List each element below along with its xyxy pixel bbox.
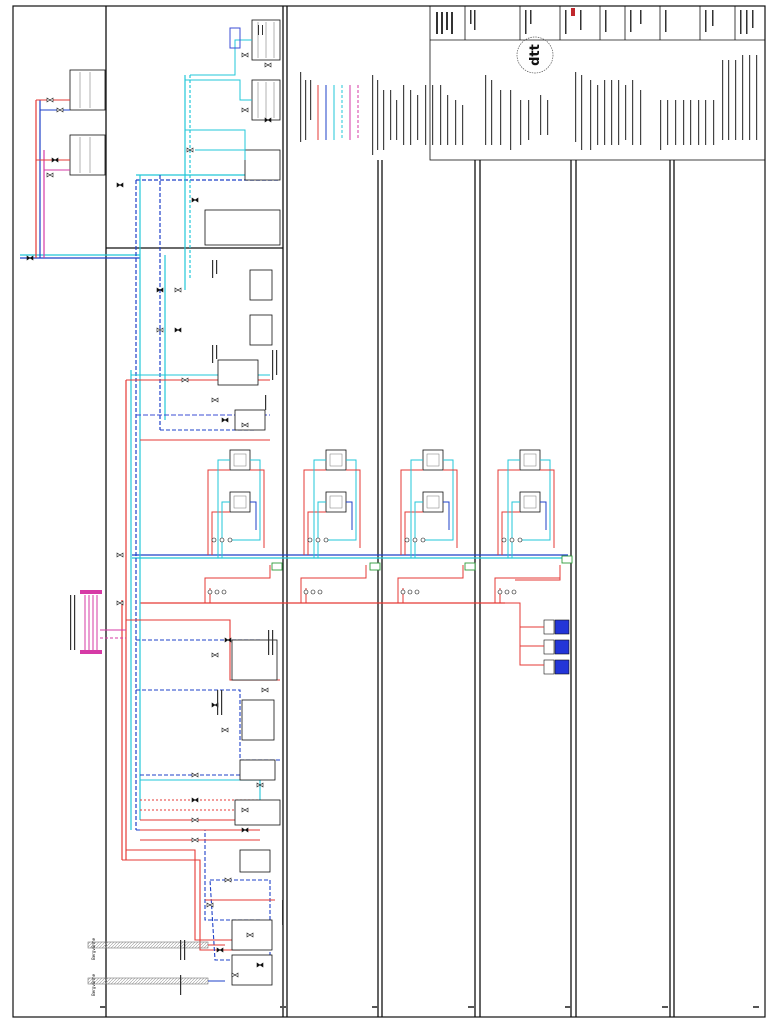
valve-symbol bbox=[191, 197, 199, 203]
valve-symbol bbox=[264, 117, 272, 123]
valve-symbol bbox=[46, 97, 54, 103]
drawing-frame bbox=[12, 5, 766, 1018]
valve-symbol bbox=[241, 422, 249, 428]
ahu-internal-lines bbox=[79, 22, 275, 173]
valve-symbol bbox=[241, 827, 249, 833]
terminal-unit bbox=[422, 449, 444, 471]
valve-symbol bbox=[26, 255, 34, 261]
valve-symbol bbox=[191, 797, 199, 803]
floor-group-1 bbox=[204, 449, 271, 603]
valve-symbol bbox=[46, 172, 54, 178]
svg-text:Bergvärme: Bergvärme bbox=[91, 937, 96, 960]
valve-symbol bbox=[211, 652, 219, 658]
valve-symbol bbox=[191, 817, 199, 823]
sheet-footer-tags bbox=[100, 1006, 759, 1008]
floor-group-2 bbox=[300, 449, 367, 603]
valve-symbol bbox=[116, 600, 124, 606]
terminal-unit bbox=[422, 491, 444, 513]
valve-symbol bbox=[241, 807, 249, 813]
main-distribution-headers bbox=[20, 174, 568, 604]
terminal-unit bbox=[229, 449, 251, 471]
valve-symbol bbox=[174, 287, 182, 293]
level-tags bbox=[271, 555, 573, 571]
radiator-stack bbox=[80, 590, 126, 654]
valve-symbol bbox=[211, 397, 219, 403]
floor-terminal-groups bbox=[204, 449, 561, 603]
title-block-text bbox=[436, 8, 754, 34]
valve-symbol bbox=[221, 727, 229, 733]
valve-symbol bbox=[116, 552, 124, 558]
valve-symbol bbox=[191, 837, 199, 843]
valve-symbol bbox=[191, 772, 199, 778]
terminal-unit bbox=[325, 449, 347, 471]
legend-notes bbox=[300, 55, 758, 155]
level-dividers bbox=[105, 6, 675, 1017]
valve-symbol bbox=[186, 147, 194, 153]
terminal-unit bbox=[325, 491, 347, 513]
valve-symbol bbox=[116, 182, 124, 188]
valve-symbol bbox=[256, 782, 264, 788]
valve-symbol bbox=[216, 947, 224, 953]
valve-symbol bbox=[246, 932, 254, 938]
cooling-units bbox=[505, 565, 570, 675]
svg-text:dtt: dtt bbox=[528, 44, 543, 66]
valve-and-sensor-symbols bbox=[26, 52, 272, 978]
terminal-unit bbox=[519, 491, 541, 513]
valve-symbol bbox=[206, 902, 214, 908]
ahu-coil-piping bbox=[185, 27, 252, 160]
line-type-legend bbox=[317, 85, 359, 140]
floor-group-4 bbox=[494, 449, 561, 603]
plant-equipment bbox=[204, 209, 281, 986]
valve-symbol bbox=[256, 962, 264, 968]
svg-text:Bergvärme: Bergvärme bbox=[91, 973, 96, 996]
valve-symbol bbox=[181, 377, 189, 383]
vertical-risers bbox=[35, 75, 191, 860]
valve-symbol bbox=[174, 327, 182, 333]
valve-symbol bbox=[156, 287, 164, 293]
valve-symbol bbox=[241, 107, 249, 113]
title-block bbox=[429, 5, 766, 161]
valve-symbol bbox=[261, 687, 269, 693]
valve-symbol bbox=[224, 877, 232, 883]
floor-group-3 bbox=[397, 449, 464, 603]
valve-symbol bbox=[231, 972, 239, 978]
annotation-marks bbox=[70, 25, 284, 995]
valve-symbol bbox=[51, 157, 59, 163]
valve-symbol bbox=[241, 52, 249, 58]
valve-symbol bbox=[264, 62, 272, 68]
valve-symbol bbox=[224, 637, 232, 643]
valve-symbol bbox=[156, 327, 164, 333]
valve-symbol bbox=[221, 417, 229, 423]
company-logo: dtt bbox=[516, 36, 554, 74]
terminal-unit bbox=[519, 449, 541, 471]
geothermal-boreholes: Bergvärme Bergvärme bbox=[87, 937, 225, 996]
terminal-unit bbox=[229, 491, 251, 513]
valve-symbol bbox=[56, 107, 64, 113]
